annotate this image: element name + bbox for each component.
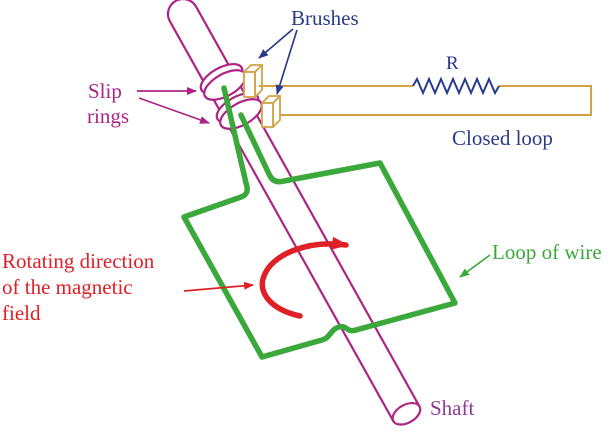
slip-rings-label-line2: rings bbox=[87, 104, 129, 128]
rotating-direction-label-line2: of the magnetic bbox=[2, 275, 133, 299]
brush-lower bbox=[261, 95, 281, 128]
rotation-arc-arrow bbox=[259, 236, 349, 319]
shaft bbox=[166, 0, 422, 426]
slip-ring-upper bbox=[199, 63, 247, 101]
resistor-zigzag bbox=[412, 76, 500, 96]
brushes-label: Brushes bbox=[291, 6, 359, 30]
brush-upper bbox=[243, 64, 263, 98]
closed-loop-label: Closed loop bbox=[452, 126, 553, 150]
brushes-arrow-lower bbox=[275, 29, 298, 95]
rotating-direction-arrow bbox=[183, 281, 254, 292]
closed-loop-wire bbox=[259, 85, 592, 116]
shaft-label: Shaft bbox=[430, 396, 474, 420]
rotating-direction-label-line1: Rotating direction bbox=[2, 249, 155, 273]
slip-rings-label-line1: Slip bbox=[88, 79, 122, 103]
loop-of-wire-arrow bbox=[459, 254, 491, 278]
loop-of-wire-path bbox=[181, 85, 458, 360]
shaft-end-cap bbox=[391, 401, 422, 426]
rotating-direction-label-line3: field bbox=[2, 301, 41, 325]
loop-of-wire-label: Loop of wire bbox=[492, 240, 602, 264]
slip-rings-arrow-lower bbox=[138, 97, 210, 124]
resistor-label: R bbox=[446, 53, 459, 74]
brushes-arrow-upper bbox=[258, 28, 294, 59]
